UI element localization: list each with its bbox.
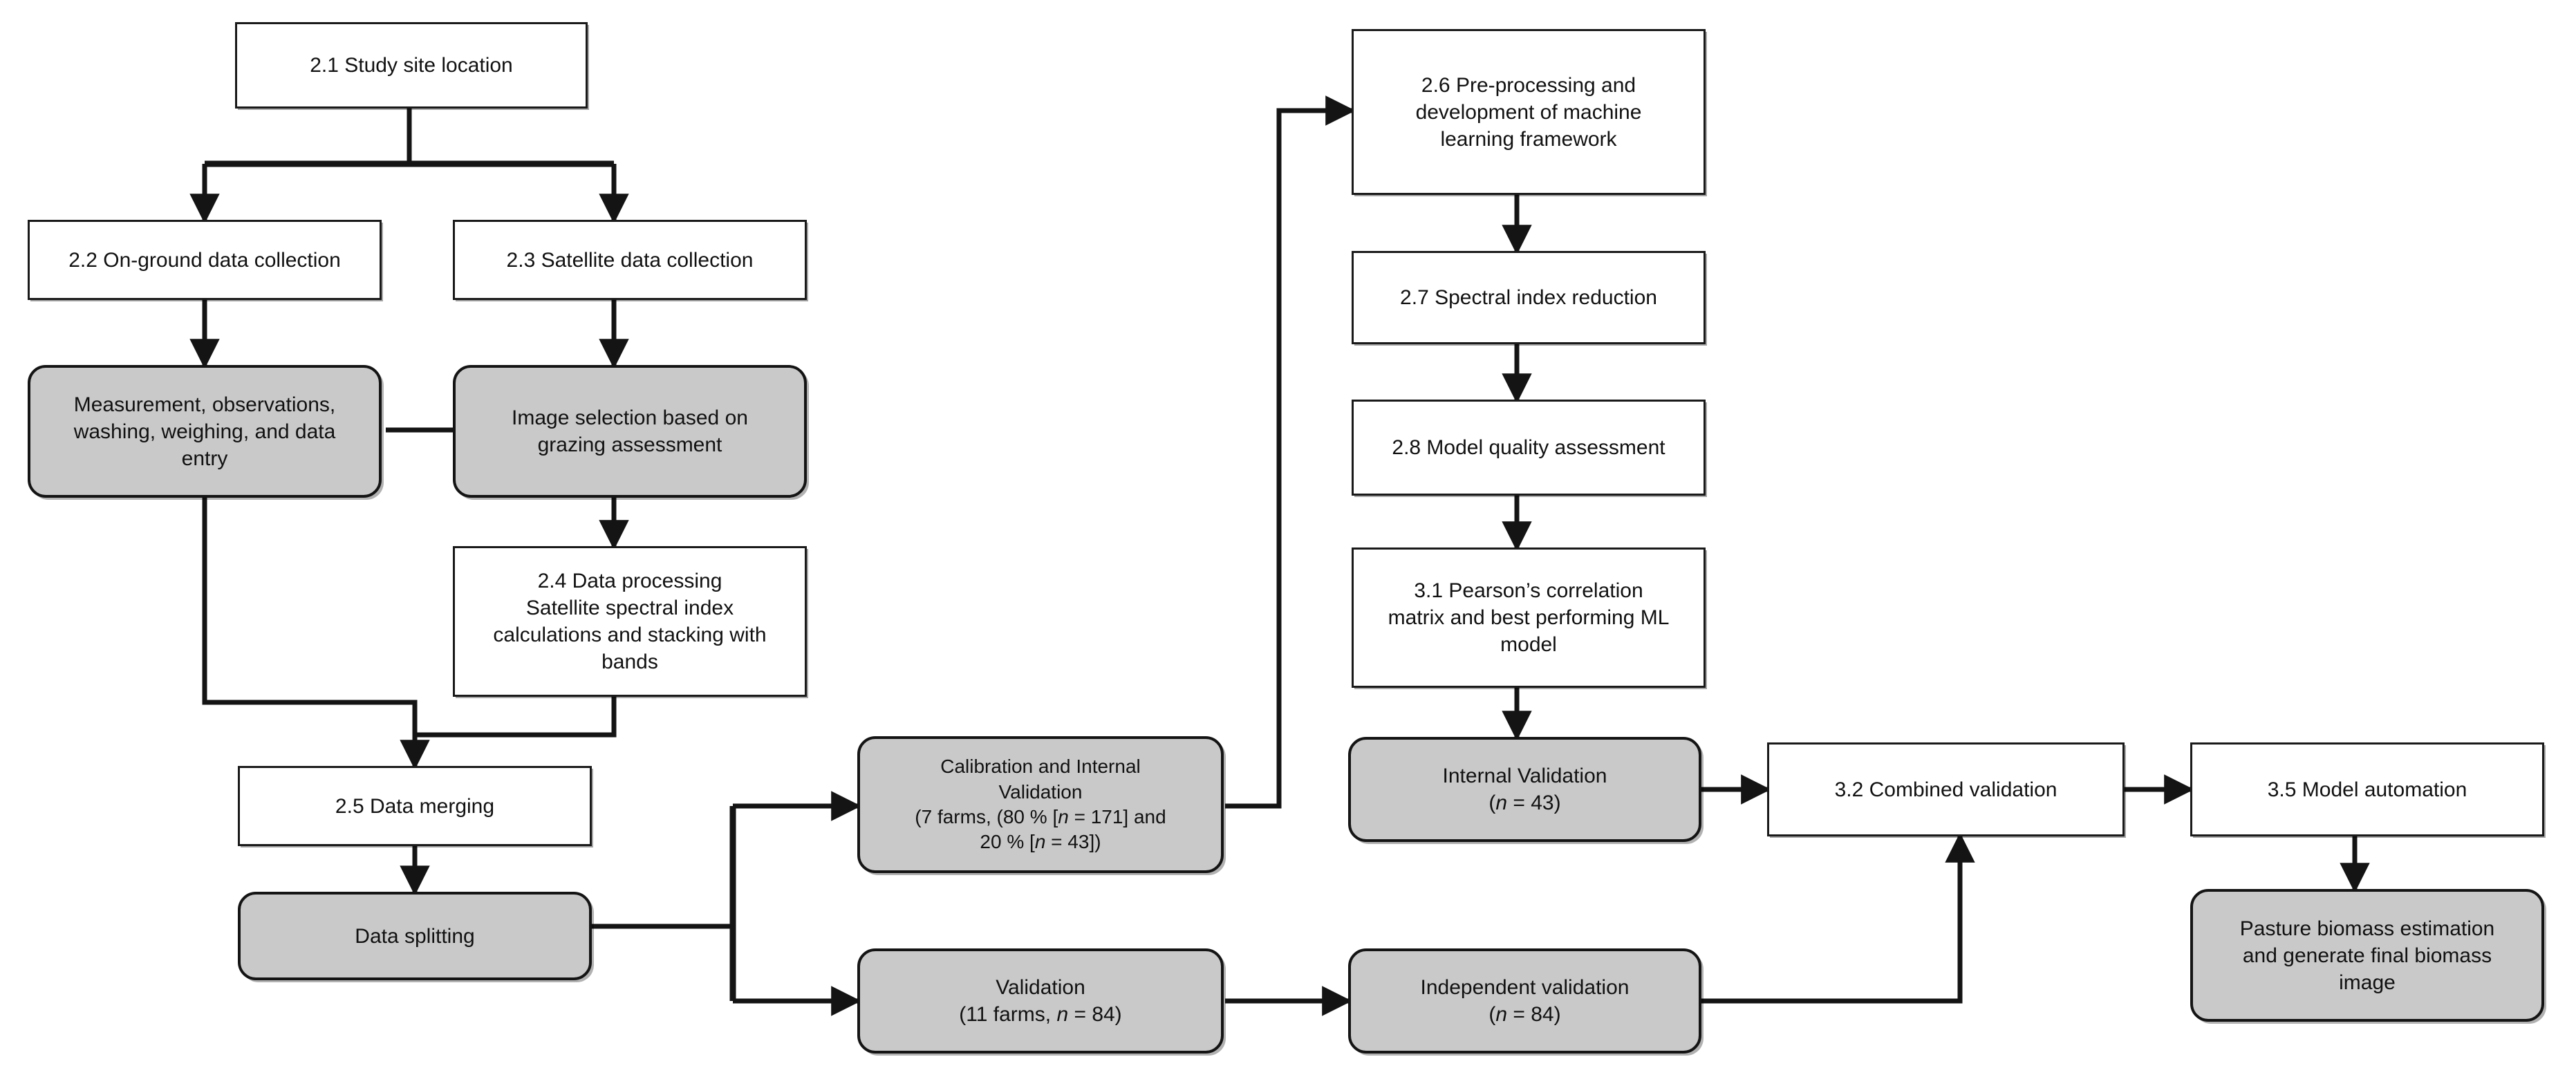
node-label: 3.5 Model automation	[2267, 778, 2467, 801]
line-1: Calibration and Internal	[940, 756, 1141, 778]
line-4c: = 43])	[1045, 831, 1101, 853]
line-2: and generate final biomass	[2242, 944, 2492, 967]
line-3: model	[1500, 633, 1557, 656]
node-label: 3.1 Pearson’s correlation matrix and bes…	[1363, 577, 1694, 658]
line-2: Validation	[998, 780, 1083, 803]
node-pearson-correlation-matrix[interactable]: 3.1 Pearson’s correlation matrix and bes…	[1352, 547, 1706, 688]
line-2c: = 84)	[1068, 1003, 1122, 1026]
line-1: Image selection based on	[512, 406, 748, 429]
line-1: 2.6 Pre-processing and	[1421, 73, 1636, 97]
line-2a: (	[1488, 792, 1496, 814]
node-label: Data splitting	[355, 924, 475, 948]
line-1: Internal Validation	[1442, 765, 1607, 787]
node-spectral-index-reduction[interactable]: 2.7 Spectral index reduction	[1352, 251, 1706, 344]
line-2b: n	[1495, 792, 1508, 814]
line-2b: n	[1495, 1003, 1508, 1026]
node-label: Pasture biomass estimation and generate …	[2203, 915, 2532, 996]
line-1: Independent validation	[1420, 976, 1630, 999]
node-label: 2.7 Spectral index reduction	[1400, 286, 1657, 309]
node-data-splitting[interactable]: Data splitting	[238, 892, 592, 980]
node-label: Independent validation (n = 84)	[1361, 974, 1689, 1028]
line-2c: = 84)	[1507, 1003, 1561, 1026]
line-1: Measurement, observations,	[73, 393, 336, 416]
line-4b: n	[1034, 831, 1046, 853]
node-label: Calibration and Internal Validation (7 f…	[870, 754, 1211, 855]
node-label: 2.1 Study site location	[310, 54, 513, 77]
line-2: washing, weighing, and data	[73, 420, 336, 443]
node-label: 2.4 Data processing Satellite spectral i…	[465, 568, 795, 675]
node-label: Internal Validation (n = 43)	[1361, 762, 1689, 816]
node-model-quality-assessment[interactable]: 2.8 Model quality assessment	[1352, 400, 1706, 496]
line-1: Pasture biomass estimation	[2239, 917, 2495, 940]
line-2: development of machine	[1415, 100, 1642, 124]
node-calibration-internal-validation[interactable]: Calibration and Internal Validation (7 f…	[857, 736, 1224, 873]
node-label: Measurement, observations, washing, weig…	[40, 391, 369, 472]
line-3b: n	[1058, 806, 1069, 827]
node-on-ground-data-collection[interactable]: 2.2 On-ground data collection	[28, 220, 382, 300]
line-3: entry	[181, 447, 228, 470]
node-validation-11-farms[interactable]: Validation (11 farms, n = 84)	[857, 948, 1224, 1054]
line-3c: = 171] and	[1068, 806, 1166, 827]
line-2: Satellite spectral index	[525, 597, 734, 619]
node-model-automation[interactable]: 3.5 Model automation	[2190, 742, 2544, 836]
line-1: Validation	[996, 976, 1085, 999]
line-1: 3.1 Pearson’s correlation	[1414, 579, 1643, 602]
line-3a: (7 farms, (80 % [	[915, 806, 1058, 827]
line-3: calculations and stacking with	[493, 624, 767, 646]
node-label: 2.5 Data merging	[335, 794, 495, 818]
node-satellite-data-collection[interactable]: 2.3 Satellite data collection	[453, 220, 807, 300]
node-label: 2.2 On-ground data collection	[68, 248, 341, 272]
node-combined-validation[interactable]: 3.2 Combined validation	[1767, 742, 2125, 836]
node-label: 3.2 Combined validation	[1834, 778, 2057, 801]
line-4: bands	[601, 650, 658, 673]
line-2c: = 43)	[1507, 792, 1561, 814]
line-2b: n	[1056, 1003, 1069, 1026]
line-2: grazing assessment	[537, 433, 722, 456]
node-measurement-observations[interactable]: Measurement, observations, washing, weig…	[28, 365, 382, 498]
node-pasture-biomass-estimation[interactable]: Pasture biomass estimation and generate …	[2190, 889, 2544, 1022]
node-label: 2.8 Model quality assessment	[1392, 436, 1665, 459]
node-label: Image selection based on grazing assessm…	[465, 404, 794, 458]
node-internal-validation-n43[interactable]: Internal Validation (n = 43)	[1348, 737, 1701, 842]
node-label: 2.6 Pre-processing and development of ma…	[1363, 72, 1694, 153]
node-label: Validation (11 farms, n = 84)	[870, 974, 1211, 1028]
edge-paths	[189, 95, 2370, 1016]
node-label: 2.3 Satellite data collection	[506, 248, 754, 272]
node-data-processing-spectral-index[interactable]: 2.4 Data processing Satellite spectral i…	[453, 546, 807, 697]
node-data-merging[interactable]: 2.5 Data merging	[238, 766, 592, 846]
node-image-selection-grazing[interactable]: Image selection based on grazing assessm…	[453, 365, 807, 498]
line-2a: (11 farms,	[959, 1003, 1057, 1026]
node-preprocessing-ml-framework[interactable]: 2.6 Pre-processing and development of ma…	[1352, 29, 1706, 195]
line-2a: (	[1488, 1003, 1496, 1026]
node-study-site-location[interactable]: 2.1 Study site location	[235, 22, 588, 109]
line-4a: 20 % [	[980, 831, 1035, 853]
line-3: learning framework	[1440, 127, 1617, 151]
node-independent-validation-n84[interactable]: Independent validation (n = 84)	[1348, 948, 1701, 1054]
line-2: matrix and best performing ML	[1388, 606, 1670, 629]
line-1: 2.4 Data processing	[537, 570, 722, 592]
line-3: image	[2339, 971, 2396, 994]
